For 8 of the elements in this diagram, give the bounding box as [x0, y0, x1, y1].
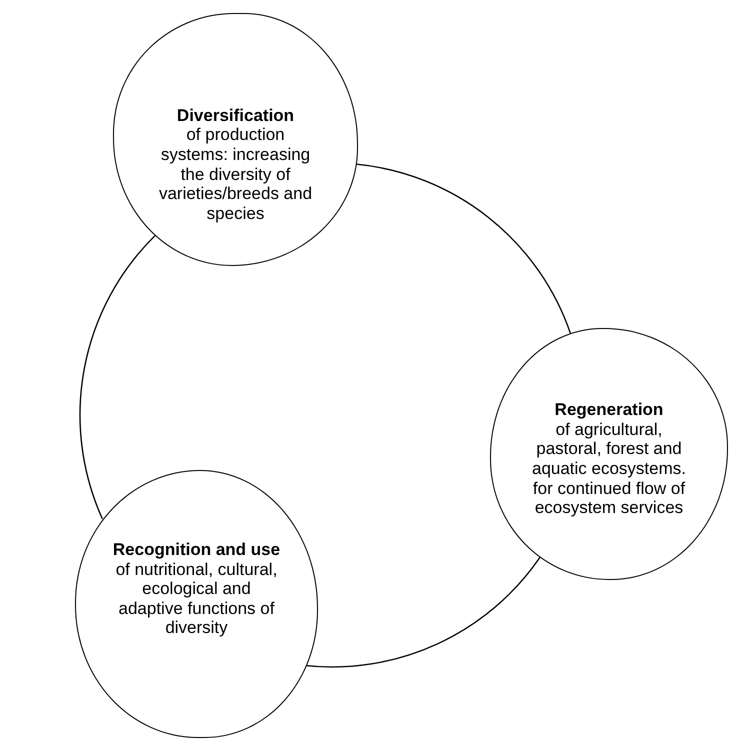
node-description: of production systems: increasing the diversity of varieties/breeds and species	[158, 125, 314, 224]
node-heading: Diversification	[176, 106, 294, 126]
node-heading: Regeneration	[554, 400, 664, 420]
connector-arc	[356, 164, 572, 335]
connector-arc	[80, 234, 156, 520]
node-heading: Recognition and use	[112, 540, 280, 560]
node-description: of agricultural, pastoral, forest and aquatic ecosystems. for continued flow of ecosystem services	[530, 420, 687, 518]
node-description: of nutritional, cultural, ecological and adaptive functions of diversity	[114, 560, 278, 638]
